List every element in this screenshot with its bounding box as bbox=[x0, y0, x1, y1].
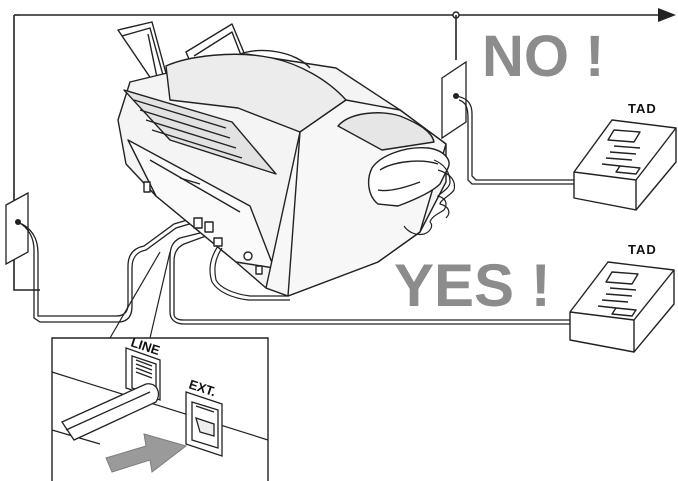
no-label: NO ! bbox=[482, 24, 604, 89]
wall-jack-icon bbox=[441, 60, 467, 140]
jack-inset-panel: LINE EXT. bbox=[51, 335, 269, 481]
cord-ext-to-tad-bottom bbox=[169, 231, 570, 325]
cord-jack-to-tad-top bbox=[455, 95, 574, 185]
arrow-right-icon bbox=[105, 433, 188, 473]
answering-machine-icon bbox=[569, 261, 675, 353]
tad-top-label: TAD bbox=[628, 101, 657, 116]
yes-label: YES ! bbox=[394, 252, 551, 319]
answering-machine-icon bbox=[573, 119, 677, 211]
arrow-right-icon bbox=[658, 8, 676, 22]
wall-jack-icon bbox=[5, 191, 29, 266]
cord-left-jack-to-fax bbox=[17, 217, 197, 323]
fax-power-cord bbox=[209, 245, 290, 301]
ext-jack bbox=[185, 391, 223, 457]
handset-coiled-cord bbox=[403, 159, 456, 236]
tad-bottom-label: TAD bbox=[628, 242, 657, 257]
line-plug-cord bbox=[61, 383, 160, 441]
callout-lines bbox=[109, 251, 171, 339]
phone-line-top bbox=[13, 14, 660, 291]
fax-machine-icon bbox=[117, 21, 450, 297]
